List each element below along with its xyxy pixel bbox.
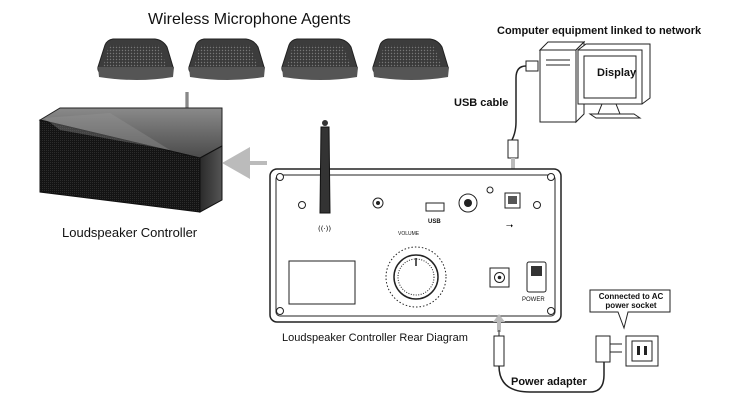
ac-socket-label: Connected to AC power socket — [598, 292, 664, 311]
ac-plug-icon — [595, 335, 622, 363]
microphone-agent-3 — [281, 38, 358, 80]
power-adapter-icon — [493, 314, 605, 393]
power-adapter-label: Power adapter — [511, 376, 587, 388]
wall-socket-icon — [625, 335, 659, 367]
rear-panel: ((·)) ⭢ — [269, 120, 562, 323]
antenna-icon — [319, 120, 331, 214]
volume-knob-icon — [385, 246, 447, 308]
computer-label: Computer equipment linked to network — [497, 25, 702, 37]
dc-jack-icon — [489, 267, 510, 288]
usb-port-label: USB — [428, 219, 441, 225]
svg-text:((·)): ((·)) — [318, 225, 331, 233]
ac-callout — [589, 289, 671, 330]
usb-cable — [507, 60, 539, 186]
usb-cable-label: USB cable — [454, 97, 509, 109]
power-label: POWER — [522, 297, 545, 303]
svg-text:⭢: ⭢ — [506, 221, 513, 231]
loudspeaker-controller-label: Loudspeaker Controller — [62, 225, 198, 240]
computer-tower-icon — [538, 40, 586, 124]
title: Wireless Microphone Agents — [148, 11, 351, 28]
loudspeaker-icon — [38, 92, 223, 213]
volume-label: VOLUME — [398, 231, 420, 237]
display-label: Display — [597, 67, 637, 79]
power-switch-icon — [526, 261, 547, 293]
microphone-agent-2 — [188, 38, 265, 80]
microphone-agent-4 — [372, 38, 449, 80]
monitor-icon — [577, 43, 651, 119]
microphone-agent-1 — [97, 38, 174, 80]
rear-diagram-label: Loudspeaker Controller Rear Diagram — [282, 332, 468, 344]
usb-port — [425, 202, 445, 212]
